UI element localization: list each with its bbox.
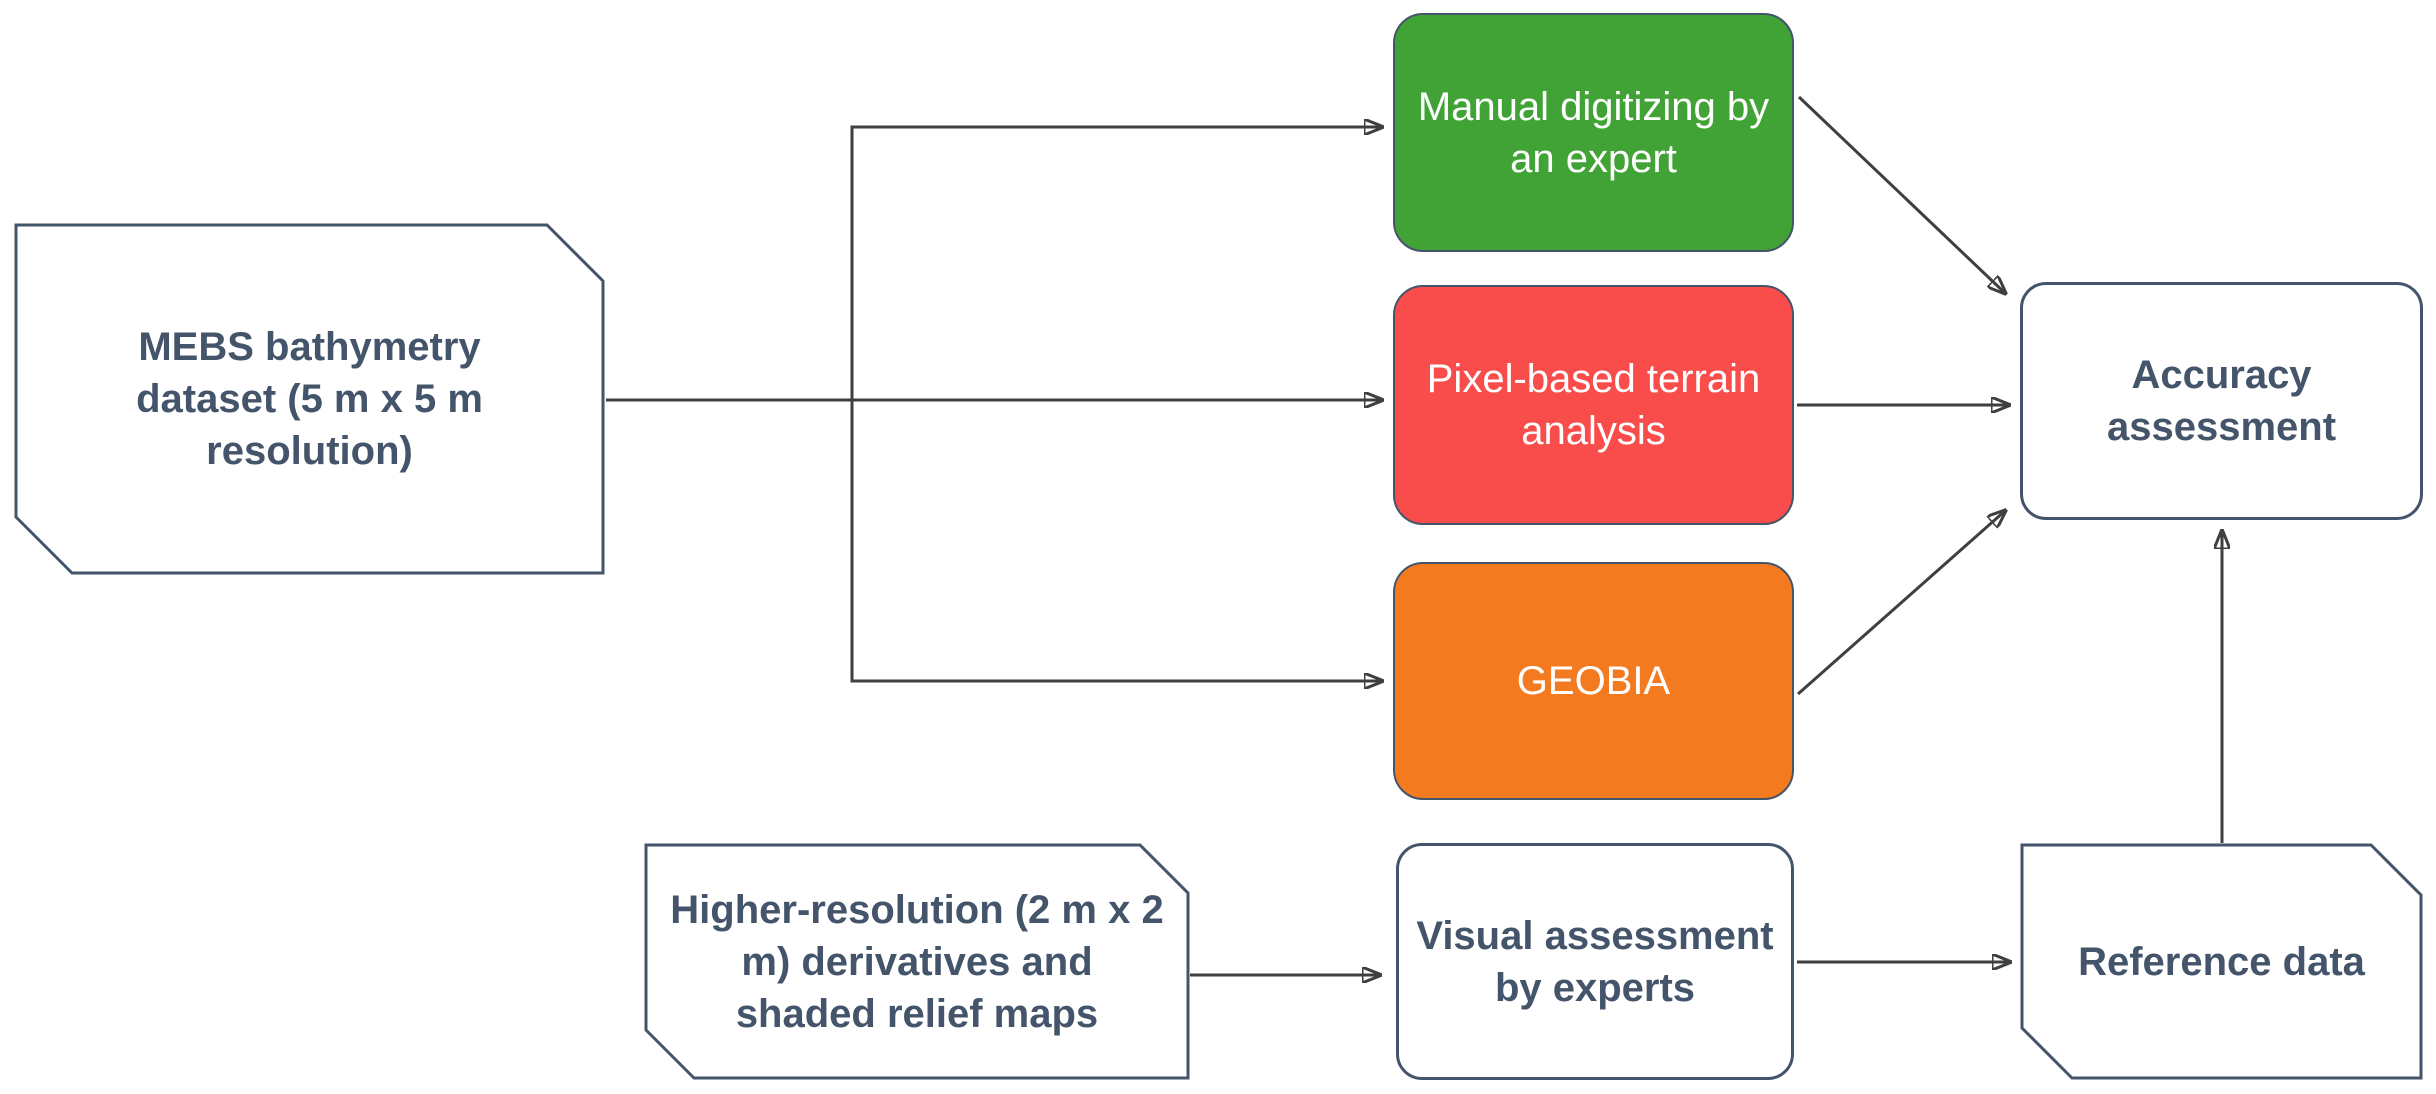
node-visual-assessment: Visual assessment by experts xyxy=(1396,843,1794,1080)
node-label: Visual assessment by experts xyxy=(1416,913,1774,1010)
node-higher-resolution-derivatives: Higher-resolution (2 m x 2 m) derivative… xyxy=(644,843,1190,1080)
node-accuracy-assessment: Accuracy assessment xyxy=(2020,282,2423,520)
node-label: Higher-resolution (2 m x 2 m) derivative… xyxy=(670,887,1164,1036)
node-reference-data: Reference data xyxy=(2020,843,2423,1080)
node-geobia: GEOBIA xyxy=(1393,562,1794,800)
arrow-mebs-to-manual xyxy=(850,127,1383,400)
arrow-mebs-to-geobia xyxy=(850,400,1383,681)
arrow-manual-to-accuracy xyxy=(1797,95,2006,294)
arrow-geobia-to-accuracy xyxy=(1797,510,2006,696)
node-pixel-based-terrain-analysis: Pixel-based terrain analysis xyxy=(1393,285,1794,525)
node-mebs-bathymetry-dataset: MEBS bathymetry dataset (5 m x 5 m resol… xyxy=(14,223,605,575)
node-label: Reference data xyxy=(2078,939,2365,984)
node-label: Manual digitizing by an expert xyxy=(1417,84,1770,181)
flag-shape xyxy=(644,843,1190,1080)
node-label: MEBS bathymetry dataset (5 m x 5 m resol… xyxy=(136,325,483,473)
node-label: Accuracy assessment xyxy=(2106,353,2337,449)
flag-shape xyxy=(2020,843,2423,1080)
node-manual-digitizing: Manual digitizing by an expert xyxy=(1393,13,1794,252)
node-label: Pixel-based terrain analysis xyxy=(1426,357,1761,453)
flag-shape xyxy=(14,223,605,575)
node-label: GEOBIA xyxy=(1516,659,1671,703)
